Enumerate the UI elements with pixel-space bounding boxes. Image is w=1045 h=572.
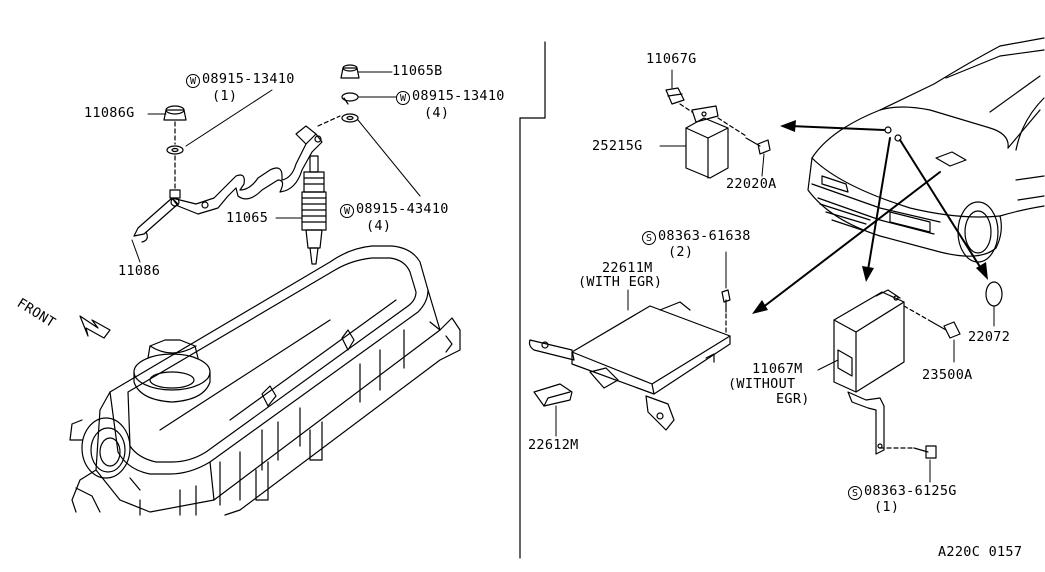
small-parts-top [340, 64, 360, 123]
w-prefix-icon: W [396, 91, 410, 105]
location-arrows [761, 125, 983, 309]
label-11065b: 11065B [392, 63, 443, 79]
qty-washer-top: (1) [212, 88, 238, 104]
note-without: (WITHOUT [728, 376, 796, 392]
vehicle-illustration [807, 37, 1045, 263]
relay-illustration [665, 87, 771, 179]
timer-unit-illustration [833, 281, 1003, 459]
rocker-cover-illustration [69, 245, 461, 516]
qty-washer-43410: (4) [366, 218, 392, 234]
leader-lines-timer [817, 305, 995, 483]
label-22612m: 22612M [528, 437, 579, 453]
label-22611m: 22611M [602, 260, 653, 276]
label-22072: 22072 [968, 329, 1011, 345]
bus-bar-illustration [133, 105, 323, 243]
section-divider [519, 41, 546, 559]
label-25215g: 25215G [592, 138, 643, 154]
s-prefix-icon: S [642, 231, 656, 245]
qty-washer-right: (4) [424, 105, 450, 121]
note-egr: EGR) [776, 391, 810, 407]
part-number: 08915-13410 [202, 71, 295, 87]
arrow-heads [752, 120, 988, 314]
leader-lines-left [131, 71, 421, 263]
glow-plug-illustration [301, 155, 327, 265]
part-number: 08915-43410 [356, 201, 449, 217]
part-number: 08363-6125G [864, 483, 957, 499]
qty-screw-61638: (2) [668, 244, 694, 260]
label-11067m: 11067M [752, 361, 803, 377]
control-unit-illustration [528, 289, 731, 431]
label-22020a: 22020A [726, 176, 777, 192]
leader-lines-relay [659, 69, 765, 177]
w-prefix-icon: W [340, 204, 354, 218]
dashed-leaders-relay [679, 103, 747, 137]
label-23500a: 23500A [922, 367, 973, 383]
diagram-code: A220C 0157 [938, 544, 1023, 560]
front-arrow [79, 315, 111, 339]
part-number: 08915-13410 [412, 88, 505, 104]
label-11067g: 11067G [646, 51, 697, 67]
w-prefix-icon: W [186, 74, 200, 88]
qty-screw-6125g: (1) [874, 499, 900, 515]
dashed-leaders-left [174, 115, 341, 189]
leader-lines-unit [555, 251, 727, 437]
label-11086: 11086 [118, 263, 161, 279]
label-11065: 11065 [226, 210, 269, 226]
label-11086g: 11086G [84, 105, 135, 121]
s-prefix-icon: S [848, 486, 862, 500]
part-number: 08363-61638 [658, 228, 751, 244]
dashed-leaders-timer [879, 305, 933, 449]
note-with-egr: (WITH EGR) [578, 274, 663, 290]
